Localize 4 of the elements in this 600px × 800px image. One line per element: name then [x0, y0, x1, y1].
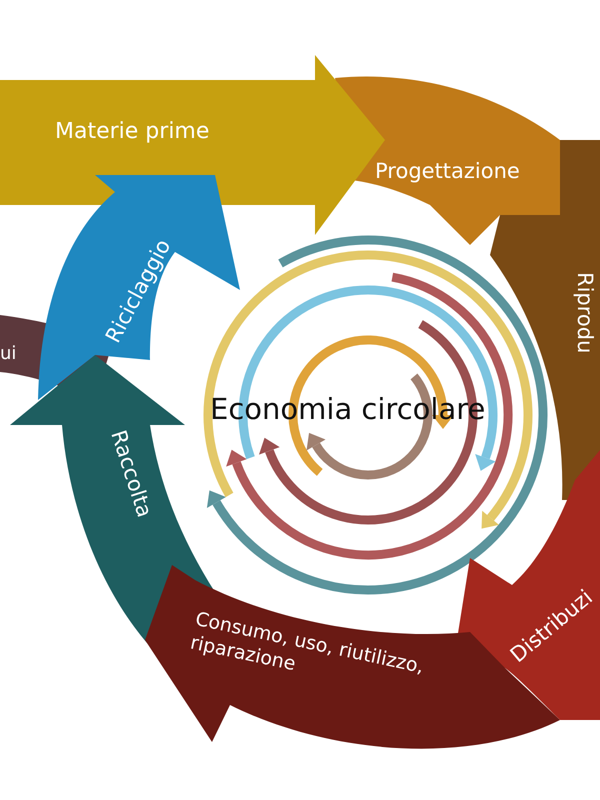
stage-label: Materie prime — [55, 118, 210, 146]
stage-label: ui — [0, 343, 16, 366]
stage-label: Progettazione — [375, 158, 520, 184]
stage-label: Riprodu — [572, 272, 598, 354]
